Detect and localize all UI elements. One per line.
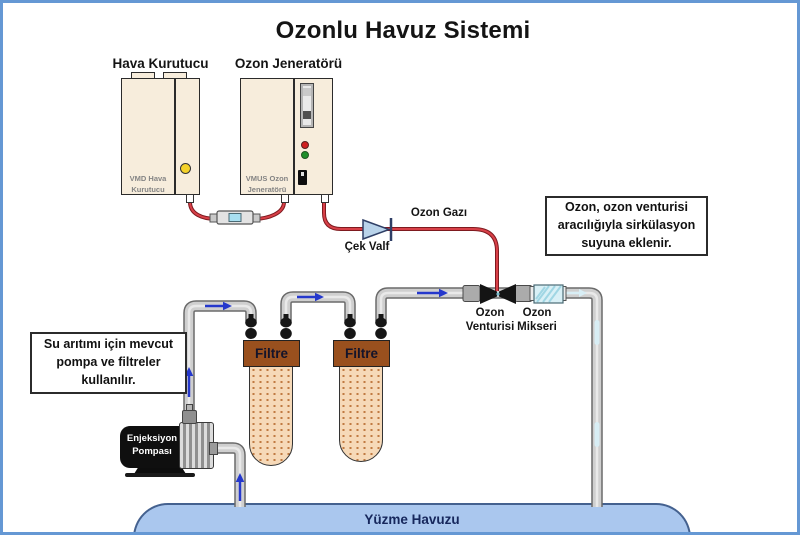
filter-label: Filtre (254, 346, 288, 361)
pump-base (134, 464, 186, 474)
filter-port-fitting (245, 314, 257, 339)
pipe-union-fitting (462, 285, 481, 302)
pipe-network (183, 201, 603, 507)
filter-port-fitting (375, 314, 387, 339)
pool-label: Yüzme Havuzu (364, 512, 460, 527)
ozone-mixer-assembly (529, 284, 567, 304)
annotation-box-filters: Su arıtımı için mevcut pompa ve filtrele… (30, 332, 187, 394)
swimming-pool: Yüzme Havuzu (133, 503, 691, 532)
filter-body (249, 366, 293, 466)
ozone-gas-label: Ozon Gazı (410, 207, 468, 219)
ozone-generator-unit: VMUS Ozon Jeneratörü (240, 78, 333, 203)
venturi-body (499, 284, 516, 304)
venturi-throat (496, 292, 500, 296)
air-dryer-vent-tab (131, 72, 155, 79)
venturi-body (480, 284, 497, 304)
indicator-light-yellow (180, 163, 191, 174)
pump-outlet-fitting (182, 410, 197, 424)
air-dryer-title: Hava Kurutucu (112, 56, 209, 71)
filter-cap: Filtre (243, 340, 300, 367)
panel-divider (174, 79, 176, 194)
venturi-label: Ozon Venturisi (465, 307, 515, 333)
flowmeter (300, 83, 314, 128)
flowmeter-float (303, 111, 311, 119)
panel-divider (293, 79, 295, 194)
led-green-icon (301, 151, 309, 159)
flow-arrow-pale-icon (579, 289, 587, 297)
filter-port-fitting (344, 314, 356, 339)
flow-arrow-icon (297, 292, 324, 302)
page-title: Ozonlu Havuz Sistemi (275, 17, 531, 44)
pump-inlet-port (209, 442, 218, 455)
mixer-label: Ozon Mikseri (517, 307, 557, 333)
inline-filter-fitting (209, 210, 261, 225)
ozone-generator-title: Ozon Jeneratörü (234, 56, 343, 71)
ozone-generator-model-label: VMUS Ozon Jeneratörü (245, 174, 289, 195)
filter-port-fitting (280, 314, 292, 339)
flow-arrow-icon (205, 301, 232, 311)
ozone-generator-inlet-port (281, 194, 289, 203)
annotation-box-venturi: Ozon, ozon venturisi aracılığıyla sirkül… (545, 196, 708, 256)
air-dryer-outlet-port (186, 194, 194, 203)
ozone-generator-outlet-port (321, 194, 329, 203)
filter-port-fittings (245, 314, 387, 339)
filter-body (339, 366, 383, 462)
ozone-venturi-assembly (462, 284, 533, 304)
pump-base-plate (125, 473, 195, 477)
filter-cap: Filtre (333, 340, 390, 367)
pipe-union-fitting (514, 285, 533, 302)
air-dryer-vent-tab (163, 72, 187, 79)
power-switch (298, 170, 307, 185)
air-dryer-unit: VMD Hava Kurutucu (121, 72, 200, 203)
flow-arrows (184, 288, 448, 501)
flow-arrow-icon (235, 473, 245, 501)
check-valve-icon (362, 218, 393, 241)
ozone-gas-tube (322, 202, 499, 291)
flow-arrow-icon (417, 288, 448, 298)
air-dryer-model-label: VMD Hava Kurutucu (129, 174, 167, 195)
pump-motor: Enjeksiyon Pompası (120, 426, 184, 468)
filter-label: Filtre (344, 346, 378, 361)
led-red-icon (301, 141, 309, 149)
check-valve-label: Çek Valf (344, 241, 390, 253)
